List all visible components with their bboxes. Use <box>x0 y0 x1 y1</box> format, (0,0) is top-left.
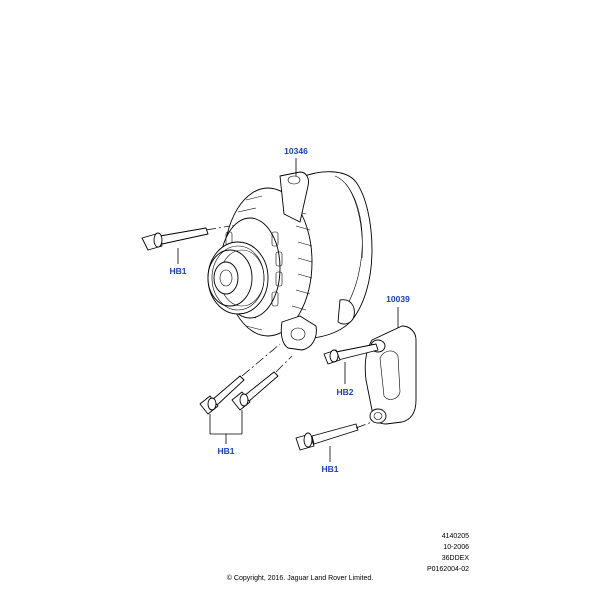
callout-alternator[interactable]: 10346 <box>284 146 308 156</box>
drawing-date: 10-2006 <box>443 544 469 551</box>
centerlines <box>205 225 373 429</box>
callout-bolt-bracket[interactable]: HB2 <box>336 387 353 397</box>
bolt-bottom <box>295 423 359 451</box>
svg-text:HB1: HB1 <box>217 446 234 456</box>
alternator-drawing <box>207 171 373 351</box>
illustration-id: P0162004-02 <box>426 566 469 573</box>
copyright-notice: © Copyright, 2016. Jaguar Land Rover Lim… <box>226 575 374 582</box>
bolt-top-left <box>141 227 209 251</box>
callout-bracket[interactable]: 10039 <box>386 294 410 304</box>
svg-text:10346: 10346 <box>284 146 308 156</box>
svg-text:HB1: HB1 <box>169 266 186 276</box>
svg-text:10039: 10039 <box>386 294 410 304</box>
drawing-number: 4140205 <box>441 533 469 540</box>
svg-text:HB2: HB2 <box>336 387 353 397</box>
bolt-bracket <box>323 343 379 365</box>
callout-bolt-pair[interactable]: HB1 <box>217 446 234 456</box>
leader-lines <box>177 158 399 462</box>
svg-text:HB1: HB1 <box>321 464 338 474</box>
callout-bolt-bottom[interactable]: HB1 <box>321 464 338 474</box>
bolt-pair <box>199 371 279 415</box>
bracket-drawing <box>364 325 417 425</box>
drawing-code: 36DDEX <box>441 555 469 562</box>
callout-bolt-top-left[interactable]: HB1 <box>169 266 186 276</box>
